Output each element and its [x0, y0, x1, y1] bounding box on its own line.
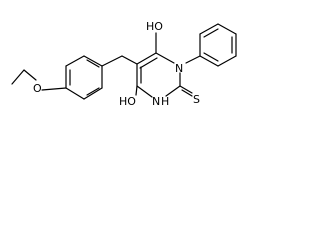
bond-aryl-ch2 [101, 55, 123, 67]
atom-label-ho-bottom: HO [119, 95, 136, 108]
bond-o-aryl [41, 87, 67, 91]
bond-ring-b-5 [217, 55, 237, 67]
bond-ethyl-ch3-ch2 [11, 69, 25, 85]
atom-label-o-ethoxy: O [33, 82, 42, 95]
bond-ring-b-2 [199, 23, 219, 35]
structure-canvas: HO N O S HO N H [0, 0, 288, 120]
bond-c2-s-double [181, 89, 193, 97]
bond-ch2-c5 [121, 55, 138, 65]
atom-label-s: S [193, 93, 200, 106]
bond-n1-phenyl [185, 55, 201, 64]
atom-label-n1: N [175, 62, 183, 75]
bond-ring-b-double-1 [203, 28, 219, 38]
bond-c2-n3 [165, 85, 181, 97]
bond-ring-a-double-3 [86, 59, 100, 68]
bond-ethyl-ch2-o [23, 69, 37, 81]
bond-c4-oh [135, 85, 138, 96]
bond-ring-a-4 [83, 55, 103, 67]
chemical-structure: HO N O S HO N H [11, 20, 237, 108]
bond-ring-b-double-3 [203, 52, 219, 62]
bond-ring-a-double-2 [86, 87, 100, 96]
atom-label-n3: N [152, 95, 160, 108]
bond-c5-c6-double [139, 57, 158, 69]
bond-ring-b-6 [199, 55, 219, 67]
bond-ring-b-3 [217, 23, 237, 35]
bond-ring-a-2 [83, 87, 103, 100]
bond-c6-n1 [155, 52, 175, 64]
atom-label-h-n3: H [161, 95, 169, 108]
bond-c5-c6 [136, 52, 157, 65]
atom-label-ho-top: HO [146, 20, 163, 33]
bond-ring-a-5 [65, 55, 85, 67]
bond-n3-c4 [136, 85, 153, 98]
bond-ring-a-1 [65, 87, 85, 100]
bond-c2-s [179, 85, 193, 94]
